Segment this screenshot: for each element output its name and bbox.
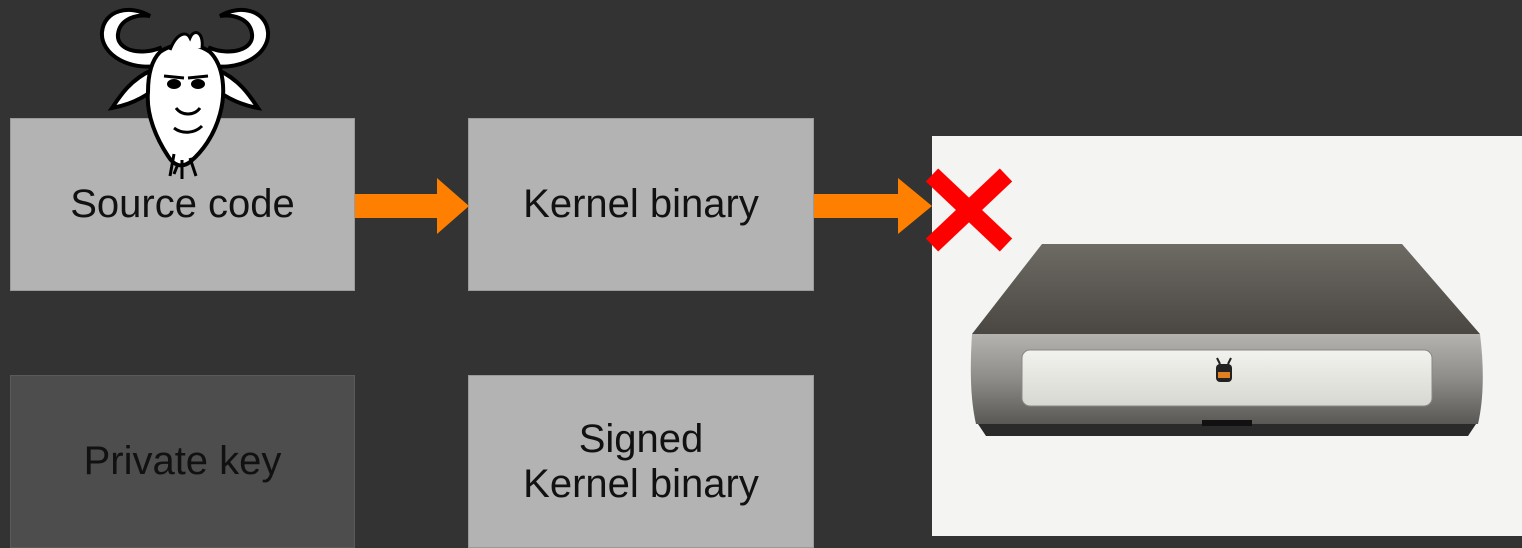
device-photo: [932, 136, 1522, 536]
arrow-kernel-to-device: [814, 178, 932, 234]
private-key-label: Private key: [83, 439, 282, 484]
source-code-label: Source code: [70, 182, 295, 227]
signed-kernel-label-line2: Kernel binary: [523, 461, 759, 506]
signed-kernel-binary-box: Signed Kernel binary: [468, 375, 814, 548]
red-x-icon: [925, 168, 1013, 252]
gnu-logo-icon: [99, 7, 271, 179]
signed-kernel-label-line1: Signed: [578, 416, 704, 461]
kernel-binary-box: Kernel binary: [468, 118, 814, 291]
tivo-logo-icon: [1216, 357, 1232, 382]
set-top-box-image: [970, 244, 1483, 436]
kernel-binary-label: Kernel binary: [523, 182, 759, 227]
arrow-source-to-kernel: [355, 178, 469, 234]
private-key-box: Private key: [10, 375, 355, 548]
